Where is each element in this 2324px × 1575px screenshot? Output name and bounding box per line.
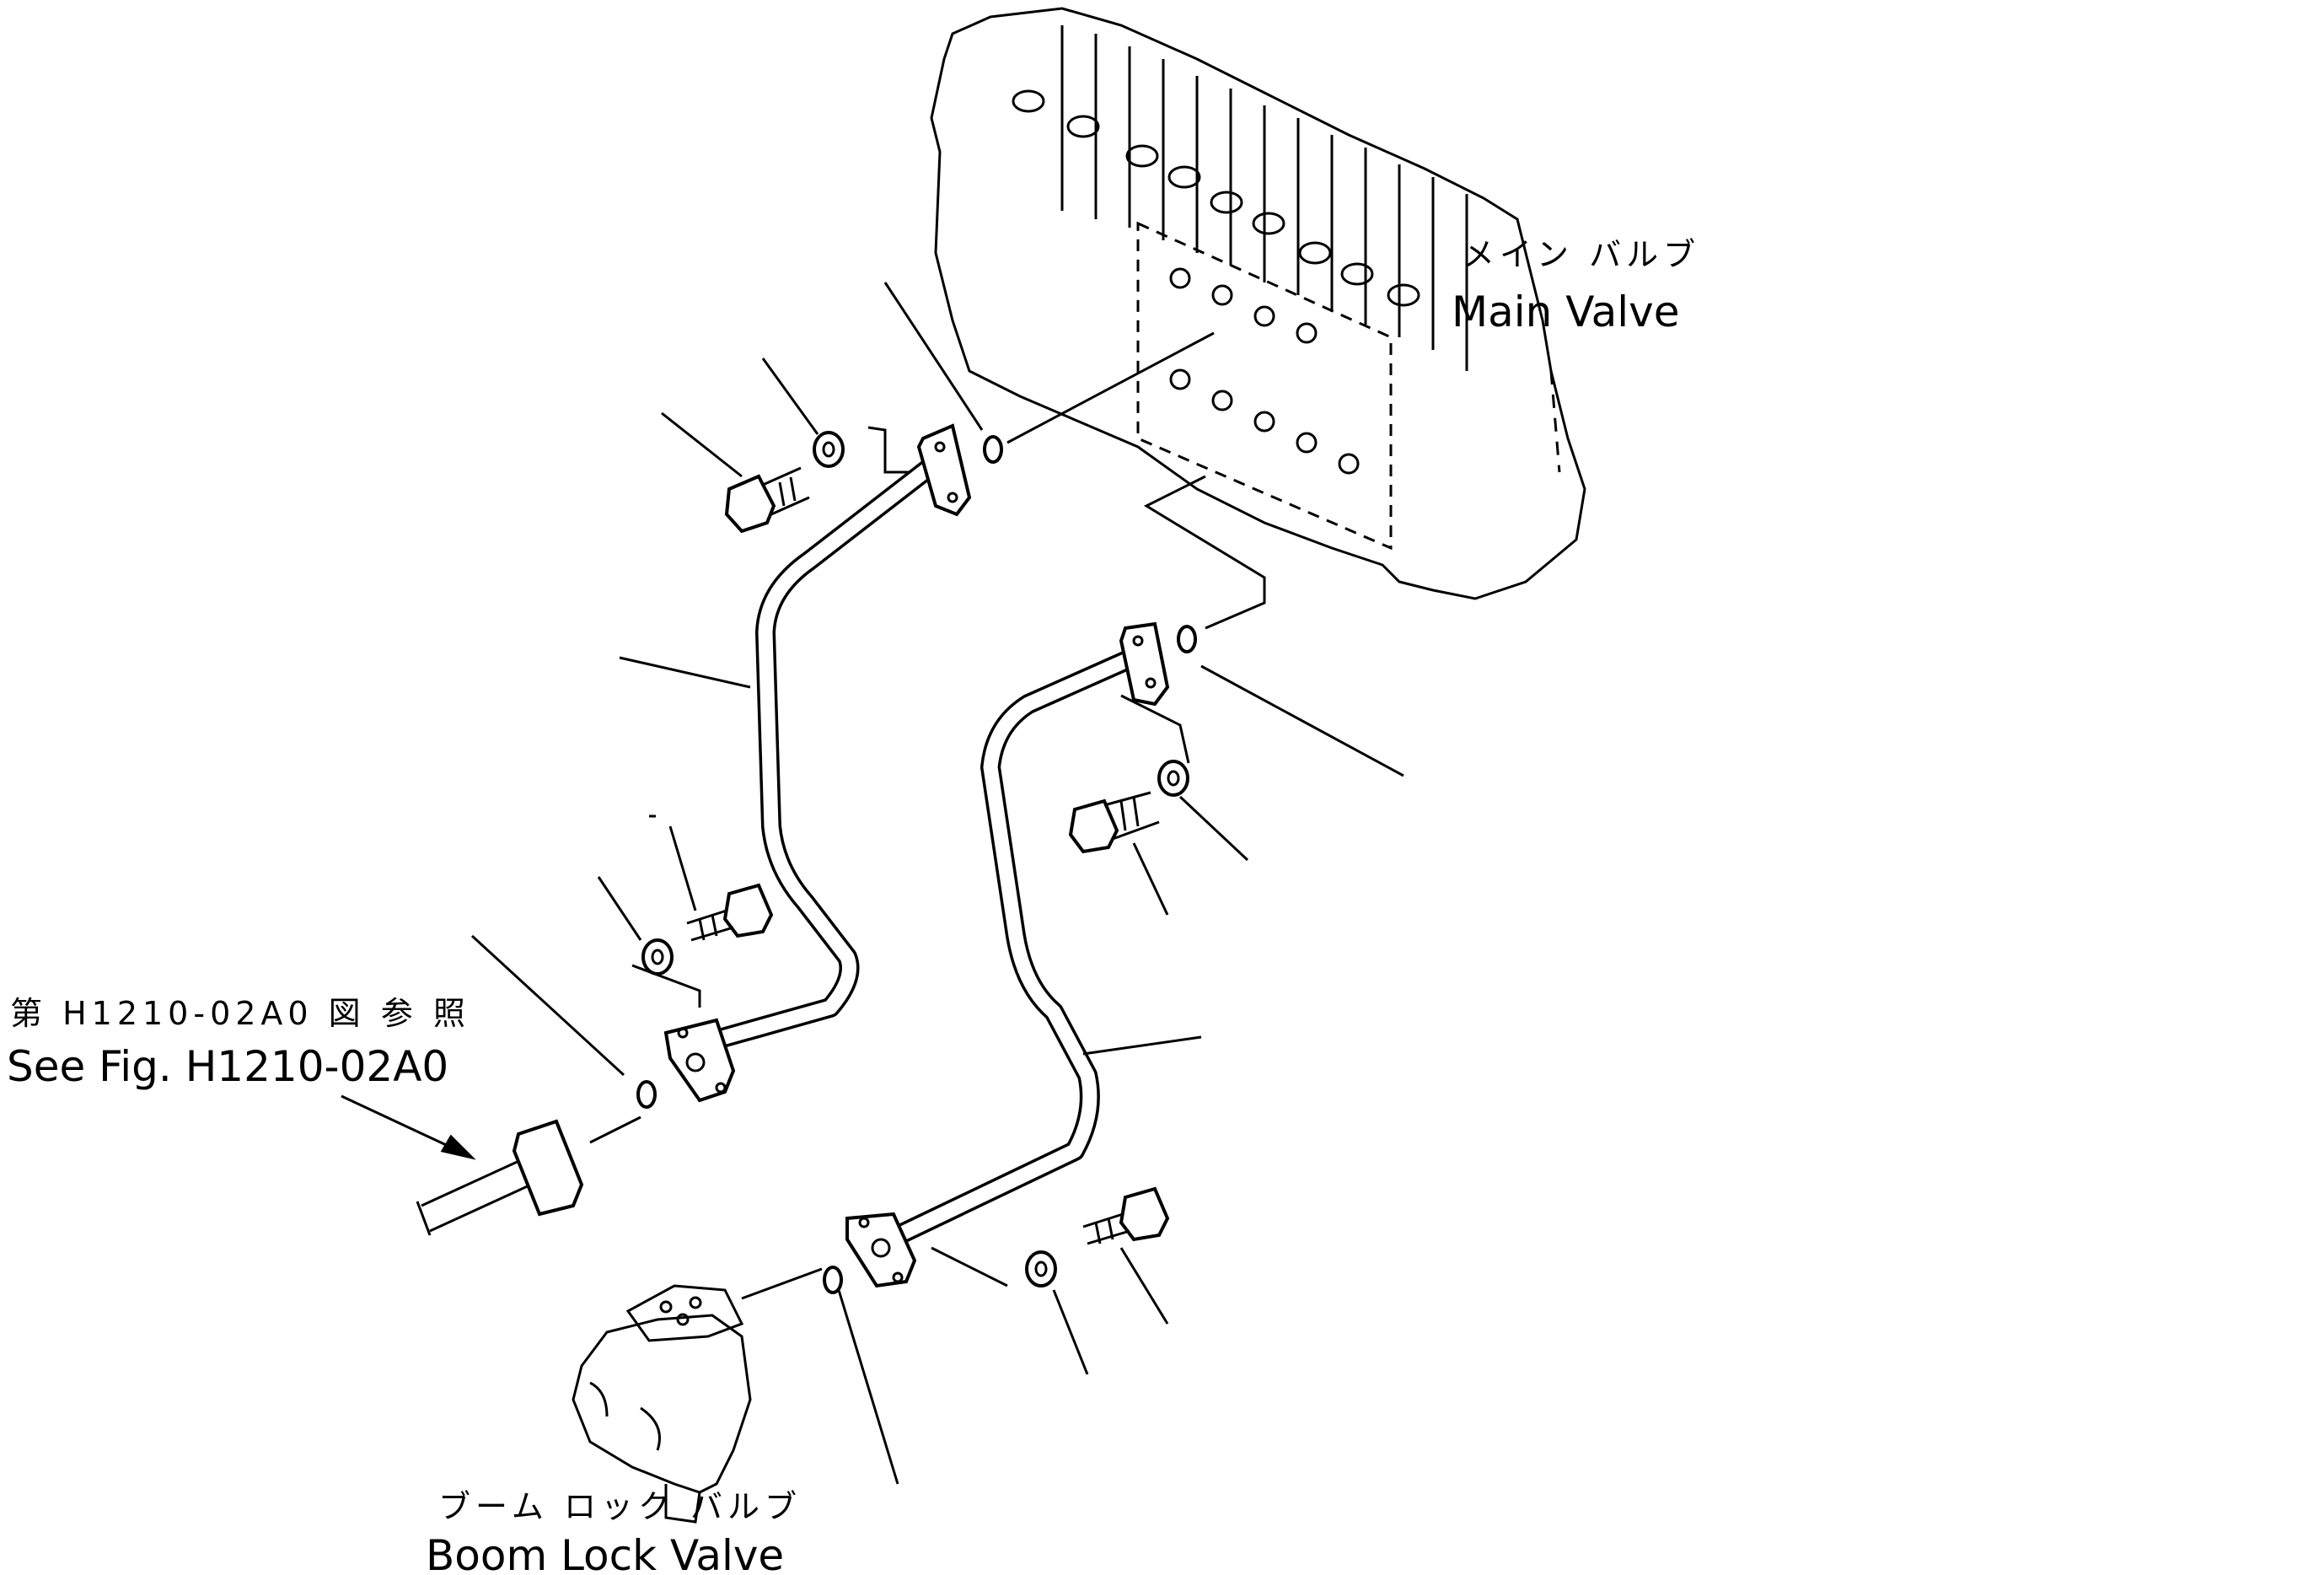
bolt-bottom-right — [1082, 1186, 1170, 1245]
bolt-middle-left — [686, 883, 774, 942]
boom-lock-valve-label-jp: ブーム ロック バルブ — [438, 1488, 802, 1525]
reference-label-jp: 第 H1210-02A0 図 参 照 — [10, 995, 470, 1032]
bolt-top-left — [724, 466, 810, 534]
bolt-right — [1068, 791, 1160, 854]
boom-lock-valve-label-en: Boom Lock Valve — [426, 1531, 784, 1575]
o-rings — [636, 435, 1197, 1294]
valve-spools — [1060, 25, 1468, 371]
valve-caps — [1012, 89, 1420, 307]
flange-top-left — [916, 423, 972, 517]
main-valve — [930, 7, 1586, 600]
referenced-pipe — [416, 1119, 584, 1236]
reference-label-en: See Fig. H1210-02A0 — [7, 1042, 448, 1091]
leader-lines — [470, 282, 1404, 1485]
pipe-lower-right — [871, 643, 1152, 1254]
valve-ports — [1169, 267, 1360, 475]
main-valve-label-jp: メイン バルブ — [1463, 236, 1700, 273]
flange-middle-left — [663, 1018, 736, 1103]
flange-bottom-right — [845, 1212, 917, 1288]
washers — [641, 431, 1189, 1287]
boom-lock-valve — [572, 1284, 752, 1524]
pipe-upper-left — [685, 449, 950, 1056]
flange-top-right — [1119, 621, 1170, 707]
main-valve-label-en: Main Valve — [1452, 288, 1679, 336]
reference-arrow — [341, 1094, 476, 1160]
connector-lines — [589, 331, 1266, 1300]
